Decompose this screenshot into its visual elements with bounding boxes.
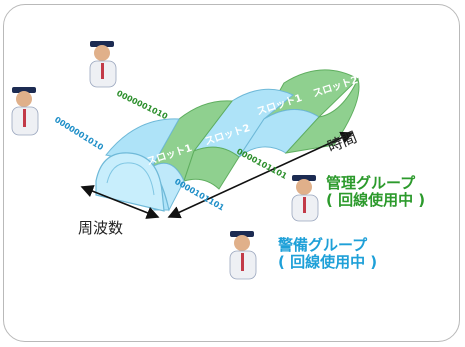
frequency-axis-arrow — [80, 185, 160, 219]
bitstream-management-bottom: 0000101101 — [235, 147, 289, 181]
guard-person-icon — [11, 87, 39, 136]
management-group-name: 管理グループ — [326, 174, 416, 192]
guard-person-icon — [291, 175, 319, 222]
security-group-status: ( 回線使用中 ) — [278, 253, 378, 271]
diagram-frame: 0000001010 0000001010 0000101101 0000101… — [3, 4, 460, 342]
security-group-label: 警備グループ ( 回線使用中 ) — [278, 237, 377, 271]
bitstream-management-top: 0000001010 — [115, 89, 169, 122]
tdma-diagram: 0000001010 0000001010 0000101101 0000101… — [11, 41, 360, 280]
guard-person-icon — [229, 231, 257, 280]
frequency-axis-label: 周波数 — [78, 219, 124, 237]
time-axis-arrow — [167, 131, 354, 219]
bitstream-security-left: 0000001010 — [53, 115, 105, 152]
management-group-status: ( 回線使用中 ) — [326, 191, 426, 209]
management-group-label: 管理グループ ( 回線使用中 ) — [326, 175, 425, 209]
guard-person-icon — [89, 41, 117, 88]
security-group-name: 警備グループ — [278, 236, 368, 254]
